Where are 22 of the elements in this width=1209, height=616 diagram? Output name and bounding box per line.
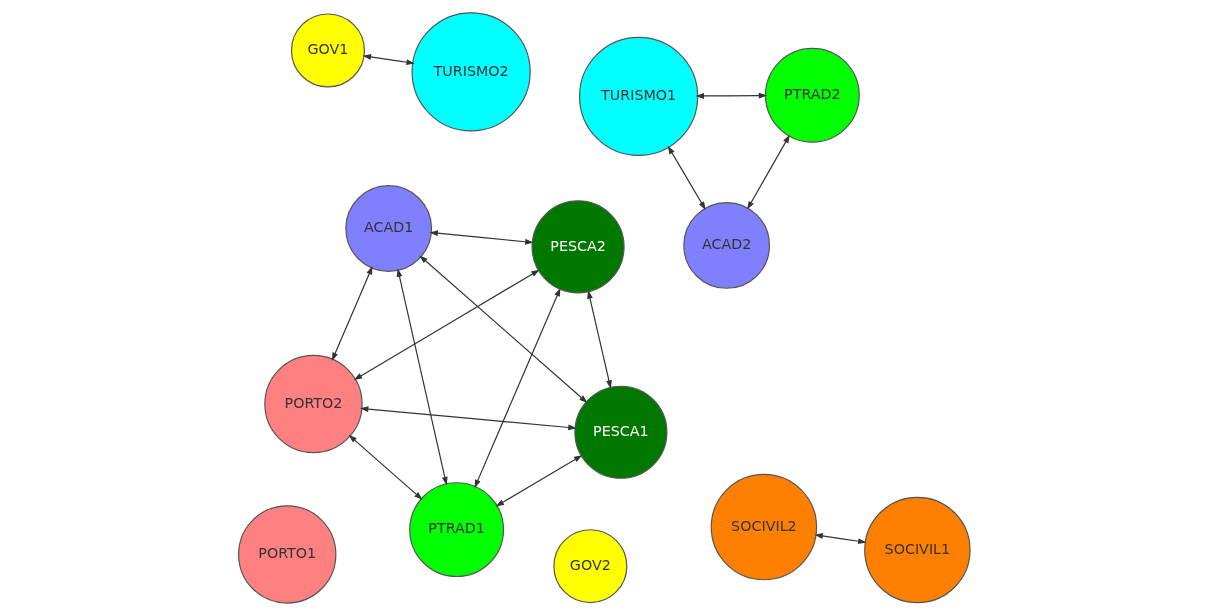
node-circle: PORTO1 [238,505,337,604]
arrow [667,145,706,210]
arrow [331,266,373,361]
node-circle: GOV2 [553,529,628,604]
node-circle: SOCIVIL2 [710,473,818,581]
arrow [474,288,561,489]
node-circle: GOV1 [290,13,365,88]
arrow [360,406,577,431]
arrow [419,255,588,403]
arrow [587,290,612,389]
arrow [353,269,540,381]
node-circle: ACAD1 [345,185,433,272]
arrow [495,455,583,507]
node-circle: TURISMO2 [411,12,531,132]
arrow [747,134,790,210]
arrow [362,54,415,66]
arrow [695,92,768,99]
node-circle: SOCIVIL1 [864,496,971,604]
arrow [396,268,448,486]
arrow [429,230,534,245]
arrow [814,533,867,545]
arrow [348,434,423,500]
